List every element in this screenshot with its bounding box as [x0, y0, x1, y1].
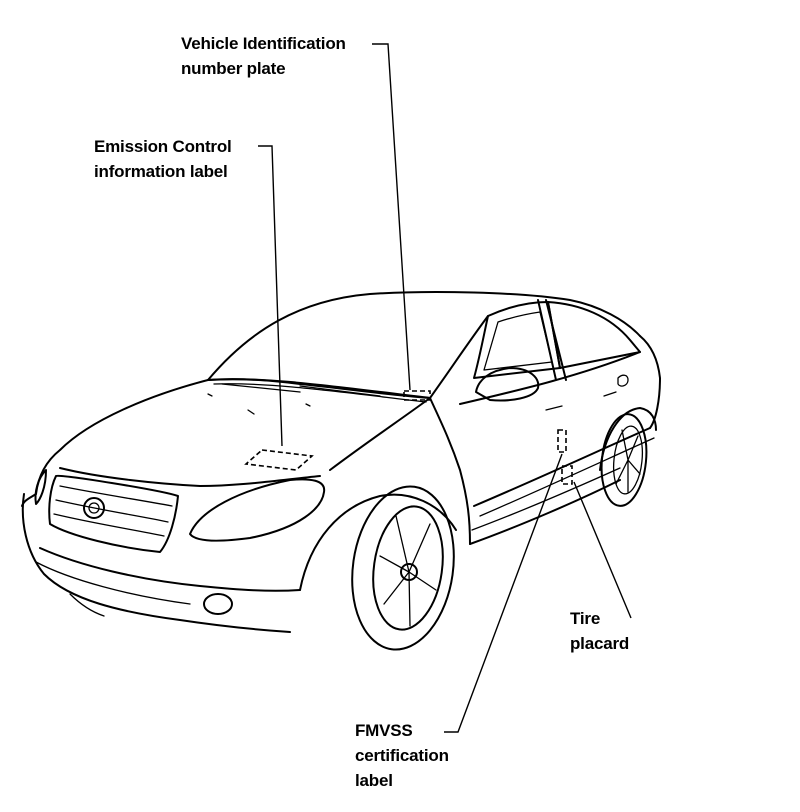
tire-placard-callout: Tire placard [570, 606, 629, 656]
fmvss-label-location [557, 429, 567, 453]
vin-plate-label-line2: number plate [181, 59, 286, 78]
emission-label-line1: Emission Control [94, 137, 232, 156]
fmvss-label-line1: FMVSS [355, 721, 413, 740]
vin-plate-label-line1: Vehicle Identification [181, 34, 346, 53]
tire-placard-line1: Tire [570, 609, 601, 628]
emission-label-callout: Emission Control information label [94, 134, 232, 184]
fmvss-leader-line [444, 453, 563, 733]
vin-leader-line [372, 43, 411, 391]
vin-plate-location [403, 390, 431, 401]
tire-placard-location [561, 465, 573, 485]
tire-placard-line2: placard [570, 634, 630, 653]
vin-plate-callout: Vehicle Identification number plate [181, 31, 346, 81]
fmvss-label-line3: label [355, 771, 393, 790]
emission-leader-line [258, 145, 283, 447]
fmvss-label-line2: certification [355, 746, 449, 765]
tire-leader-line [573, 481, 632, 619]
fmvss-label-callout: FMVSS certification label [355, 718, 449, 793]
car-body [21, 291, 661, 651]
emission-label-location [244, 449, 314, 471]
emission-label-line2: information label [94, 162, 228, 181]
